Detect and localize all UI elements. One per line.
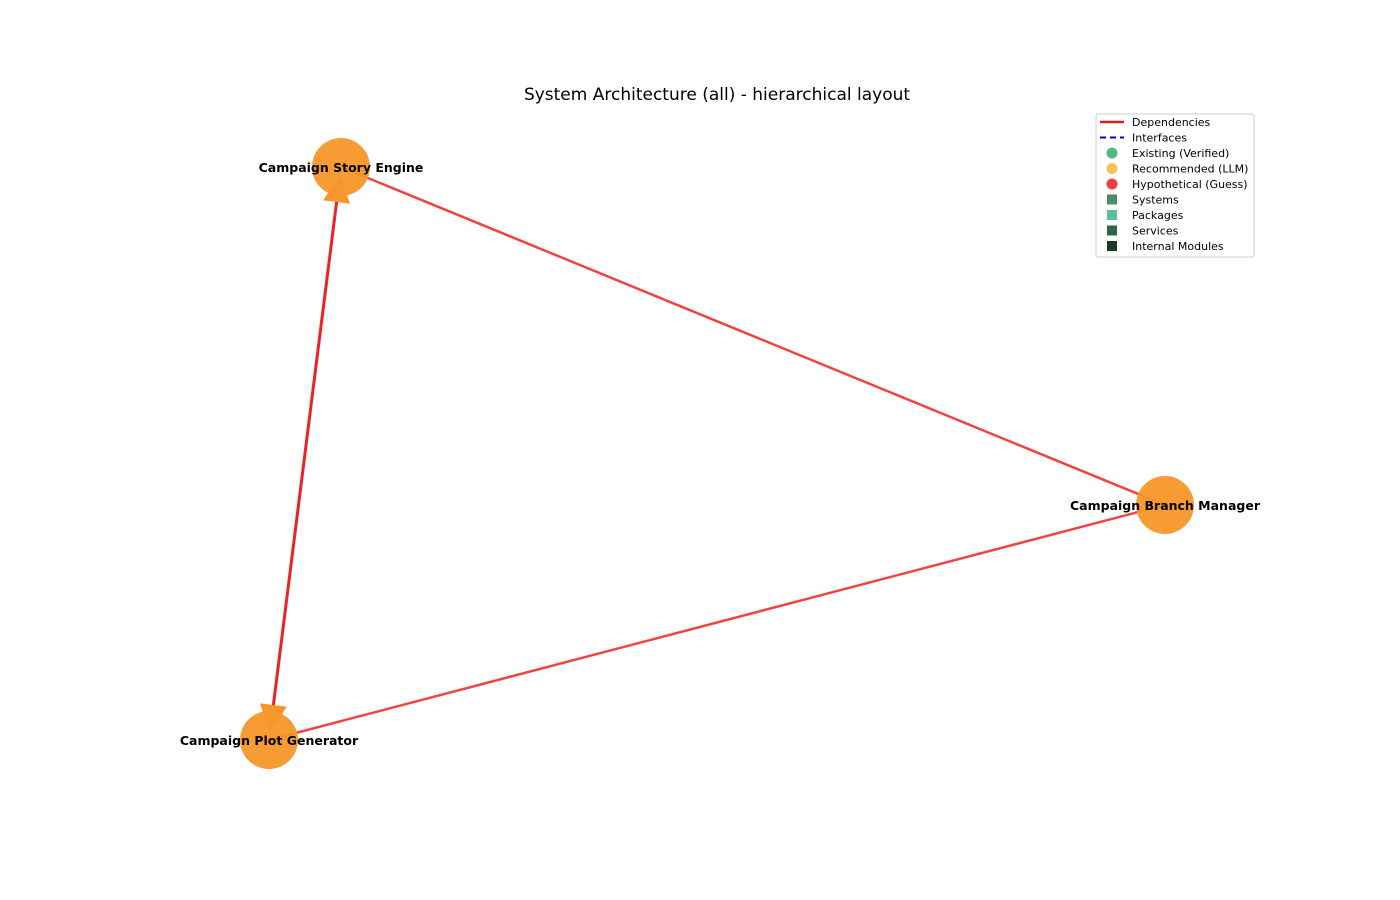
edges-layer bbox=[260, 165, 1166, 742]
node-plot[interactable]: Campaign Plot Generator bbox=[180, 711, 359, 769]
edge-branch-plot bbox=[268, 503, 1166, 742]
edge-arrowheads-story-plot bbox=[260, 175, 350, 732]
legend-label: Dependencies bbox=[1132, 116, 1211, 129]
legend-circle-icon bbox=[1106, 147, 1118, 159]
legend-square-icon bbox=[1107, 210, 1117, 220]
node-story[interactable]: Campaign Story Engine bbox=[259, 138, 424, 196]
legend-label: Packages bbox=[1132, 209, 1184, 222]
node-label: Campaign Plot Generator bbox=[180, 733, 359, 748]
node-label: Campaign Story Engine bbox=[259, 160, 424, 175]
legend-box bbox=[1095, 113, 1255, 258]
legend-item: Existing (Verified) bbox=[1106, 147, 1229, 160]
legend-item: Dependencies bbox=[1100, 116, 1211, 129]
legend-square-icon bbox=[1107, 241, 1117, 251]
legend-label: Hypothetical (Guess) bbox=[1132, 178, 1248, 191]
legend-label: Systems bbox=[1132, 194, 1179, 207]
legend-item: Recommended (LLM) bbox=[1106, 163, 1248, 176]
legend-circle-icon bbox=[1106, 178, 1118, 190]
legend-item: Interfaces bbox=[1100, 132, 1187, 145]
legend-square-icon bbox=[1107, 194, 1117, 205]
legend-item: Services bbox=[1107, 225, 1179, 238]
legend-circle-icon bbox=[1106, 163, 1118, 174]
legend-label: Services bbox=[1132, 225, 1179, 238]
legend-item: Hypothetical (Guess) bbox=[1106, 178, 1248, 191]
legend-item: Internal Modules bbox=[1107, 240, 1224, 253]
diagram-title: System Architecture (all) - hierarchical… bbox=[524, 85, 910, 105]
node-label: Campaign Branch Manager bbox=[1070, 498, 1261, 513]
node-branch[interactable]: Campaign Branch Manager bbox=[1070, 476, 1261, 534]
legend-item: Systems bbox=[1107, 194, 1179, 207]
legend-label: Recommended (LLM) bbox=[1132, 163, 1248, 176]
edge-story-branch bbox=[340, 165, 1166, 507]
legend-square-icon bbox=[1107, 225, 1117, 236]
legend-label: Existing (Verified) bbox=[1132, 147, 1229, 160]
node-circle bbox=[1136, 476, 1194, 534]
legend-label: Interfaces bbox=[1132, 132, 1187, 145]
legend-item: Packages bbox=[1107, 209, 1184, 222]
legend-label: Internal Modules bbox=[1132, 240, 1224, 253]
